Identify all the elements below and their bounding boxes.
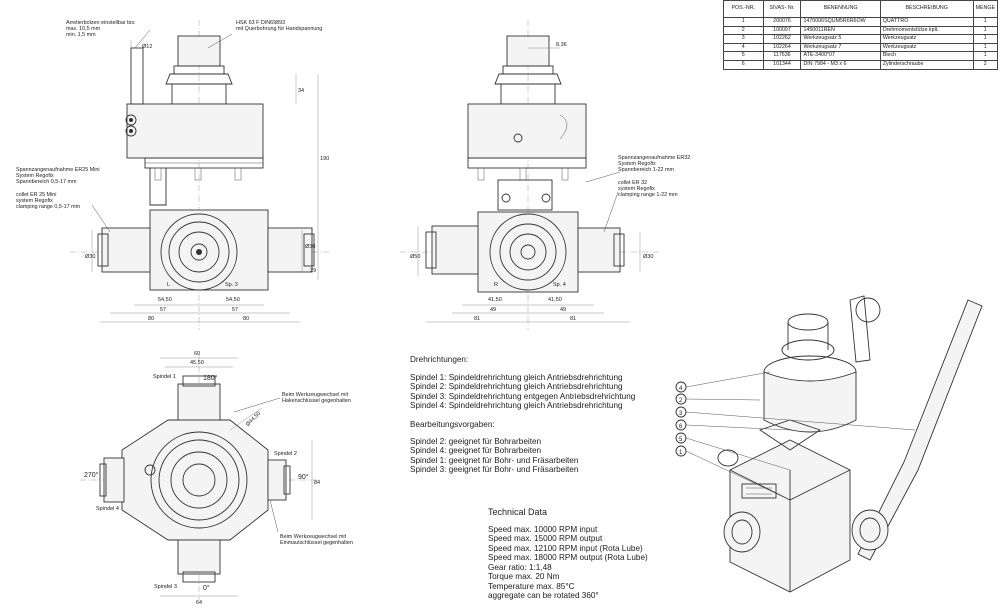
- dim-49-a: 49: [490, 307, 496, 313]
- dim-34: 34: [298, 88, 304, 94]
- spindle-3-label: Spindel 3: [154, 584, 177, 590]
- dim-5450-b: 54,50: [226, 297, 240, 303]
- note-arretier: Arretierbolzen einstellbar bis: max. 10,…: [66, 20, 136, 39]
- note-er32: Spannzangenaufnahme ER32 System Regofix …: [618, 155, 691, 199]
- parts-list-table: POS.-NR. SIVAS- Nr. BENENNUNG BESCHREIBU…: [723, 0, 999, 70]
- header-menge: MENGE: [972, 0, 999, 18]
- dim-d4450: Ø44,50: [245, 411, 262, 428]
- dim-d30: Ø30: [643, 254, 653, 260]
- bearbeitung-block: Bearbeitungsvorgaben: Spindel 2: geeigne…: [410, 420, 579, 474]
- spindle-4-label: Spindel 4: [96, 506, 119, 512]
- header-benennung: BENENNUNG: [800, 0, 881, 18]
- dim-29: 29: [310, 268, 316, 274]
- label-r: R: [494, 282, 498, 288]
- dim-5450-a: 54,50: [158, 297, 172, 303]
- label-l: L: [167, 282, 170, 288]
- dim-4550: 45,50: [190, 360, 204, 366]
- spindle-1-label: Spindel 1: [153, 374, 176, 380]
- dim-d30-left: Ø30: [85, 254, 95, 260]
- header-beschreibung: BESCHREIBUNG: [879, 0, 974, 18]
- header-sivas: SIVAS- Nr.: [762, 0, 802, 18]
- callout-balloons: 4 2 3 6 5 1: [675, 371, 916, 501]
- dim-836: 8.36: [556, 42, 567, 48]
- label-sp3: Sp. 3: [225, 282, 238, 288]
- header-pos: POS.-NR.: [723, 0, 764, 18]
- dim-81-b: 81: [570, 316, 576, 322]
- bearbeitung-title: Bearbeitungsvorgaben:: [410, 420, 495, 429]
- angle-270: 270°: [84, 471, 99, 479]
- dim-57-b: 57: [232, 307, 238, 313]
- angle-180: 180°: [203, 374, 218, 382]
- technical-data-block: Technical Data Speed max. 10000 RPM inpu…: [488, 507, 648, 600]
- technical-title: Technical Data: [488, 507, 548, 517]
- dim-84: 84: [314, 480, 320, 486]
- dim-80-a: 80: [148, 316, 154, 322]
- dim-80-b: 80: [243, 316, 249, 322]
- isometric-view: 4 2 3 6 5 1: [675, 295, 983, 593]
- note-er25: Spannzangenaufnahme ER25 Mini System Reg…: [16, 167, 100, 211]
- dim-57-a: 57: [160, 307, 166, 313]
- drehrichtungen-title: Drehrichtungen:: [410, 355, 469, 364]
- front-view: Ø12 34 190 Ø30 Ø30 29 54,50 54,50 57 57 …: [70, 20, 330, 330]
- dim-d30-right: Ø30: [305, 244, 315, 250]
- callout-4: 4: [679, 386, 683, 392]
- dim-81-a: 81: [474, 316, 480, 322]
- dim-60: 60: [194, 351, 200, 357]
- note-hakenschluessel: Beim Werkzeugwechsel mit Hakenschlüssel …: [282, 392, 351, 405]
- callout-2: 2: [679, 398, 683, 404]
- callout-1: 1: [679, 450, 683, 456]
- angle-0: 0°: [203, 584, 210, 592]
- dim-190: 190: [320, 156, 329, 162]
- label-sp4: Sp. 4: [553, 282, 566, 288]
- callout-3: 3: [679, 411, 683, 417]
- dim-49-b: 49: [560, 307, 566, 313]
- dim-4150-b: 41,50: [548, 297, 562, 303]
- dim-d50: Ø50: [410, 254, 420, 260]
- callout-6: 6: [679, 424, 683, 430]
- side-view: 8.36 Ø50 Ø30 41,50 41,50 49 49 81 81 R S…: [400, 20, 660, 330]
- note-hsk: HSK 63 F DIN69893 mit Querbohrung für Ha…: [236, 20, 323, 33]
- angle-90: 90°: [298, 473, 309, 481]
- dim-4150-a: 41,50: [488, 297, 502, 303]
- dim-d12: Ø12: [142, 44, 152, 50]
- spindle-2-label: Spindel 2: [274, 451, 297, 457]
- dim-64: 64: [196, 600, 202, 606]
- callout-5: 5: [679, 437, 683, 443]
- note-einmaulschluessel: Beim Werkzeugwechsel mit Einmaulschlüsse…: [280, 534, 353, 547]
- top-view: 60 45,50 Ø44,50 64 84 180° 90° 270° 0° S…: [80, 351, 320, 606]
- parts-list-header: POS.-NR. SIVAS- Nr. BENENNUNG BESCHREIBU…: [723, 0, 999, 18]
- drehrichtungen-block: Drehrichtungen: Spindel 1: Spindeldrehri…: [410, 355, 636, 410]
